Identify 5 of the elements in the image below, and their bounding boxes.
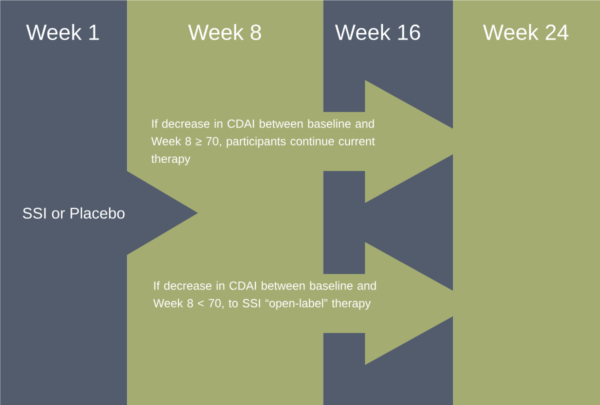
arrow-box: If decrease in CDAI between baseline and Week 8 < 70, to SSI “open-label” therapy xyxy=(140,242,476,365)
treatment-label: SSI or Placebo xyxy=(22,207,125,219)
arrow-box: If decrease in CDAI between baseline and Week 8 ≥ 70, participants continue current therapy xyxy=(140,80,476,203)
week-column: Week 24 xyxy=(453,0,600,405)
pointer-arrow xyxy=(127,171,198,255)
